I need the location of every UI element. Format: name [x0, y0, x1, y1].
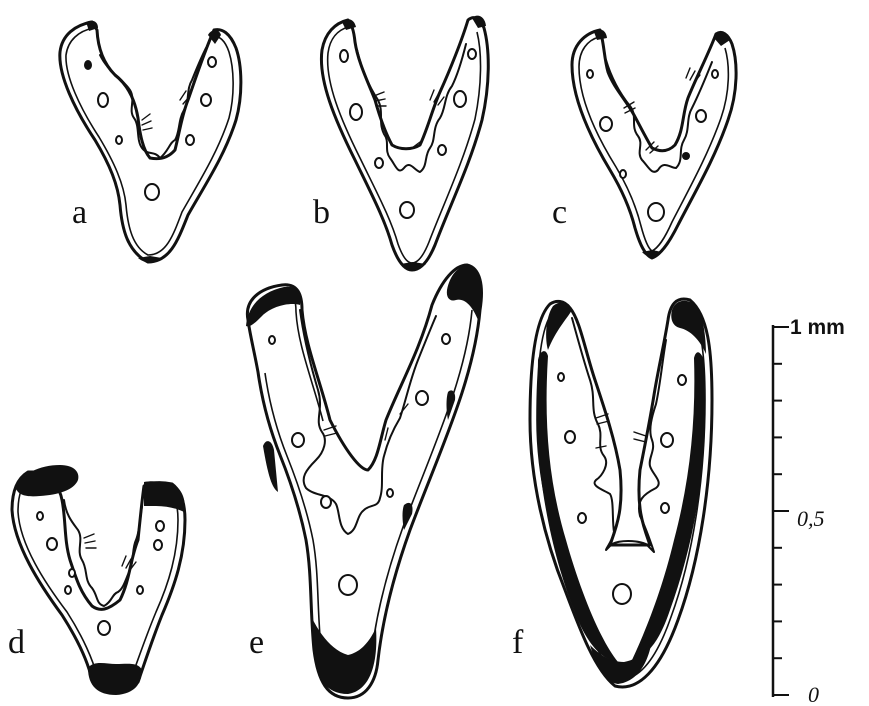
panel-c-cell — [587, 70, 593, 78]
panel-e-cell — [292, 433, 304, 447]
panel-b-cell — [350, 104, 362, 120]
panel-d-cell — [37, 512, 43, 520]
panel-d-cell — [69, 569, 75, 577]
panel-b-cell — [468, 49, 476, 59]
panel-e-cell — [269, 336, 275, 344]
panel-e-cell — [321, 496, 331, 508]
panel-a-cell — [145, 184, 159, 200]
panel-f-cell — [661, 433, 673, 447]
scale-bar-bottom-label: 0 — [808, 682, 819, 706]
panel-d-cell — [98, 621, 110, 635]
panel-d-cell — [156, 521, 164, 531]
panel-e-cell — [339, 575, 357, 595]
panel-a: a — [60, 21, 241, 263]
panel-b-cell — [400, 202, 414, 218]
scale-bar-ticks — [773, 327, 789, 695]
panel-d-cell — [154, 540, 162, 550]
panel-a-cell — [208, 57, 216, 67]
panel-c-dot — [682, 152, 690, 160]
panel-d-cell — [65, 586, 71, 594]
panel-a-cell — [116, 136, 122, 144]
panel-b-cell — [438, 145, 446, 155]
panel-a-cell — [186, 135, 194, 145]
panel-e-cell — [442, 334, 450, 344]
panel-e: e — [246, 265, 481, 698]
panel-d-black-left — [16, 465, 78, 496]
panel-b: b — [313, 16, 488, 270]
scale-bar-top-label: 1 mm — [790, 316, 845, 339]
panel-e-black-left-mid — [263, 441, 278, 492]
panel-e-outline — [247, 265, 481, 698]
panel-c-cell — [600, 117, 612, 131]
panel-d-cell — [47, 538, 57, 550]
panel-d: d — [8, 465, 185, 695]
panel-e-label: e — [249, 624, 264, 661]
panel-a-cell — [201, 94, 211, 106]
panel-d-label: d — [8, 624, 25, 661]
panel-f-cell — [578, 513, 586, 523]
panel-d-cell — [137, 586, 143, 594]
panel-a-dot — [84, 60, 92, 70]
panel-b-cell — [454, 91, 466, 107]
scale-bar: 1 mm 0,5 0 — [773, 316, 845, 706]
panel-a-cell — [98, 93, 108, 107]
panel-e-cell — [387, 489, 393, 497]
panel-b-cell — [375, 158, 383, 168]
panel-f-cell — [661, 503, 669, 513]
panel-c-label: c — [552, 194, 567, 231]
panel-d-black-bottom — [88, 663, 142, 695]
panel-f-cell — [558, 373, 564, 381]
panel-e-cell — [416, 391, 428, 405]
panel-c-cell — [696, 110, 706, 122]
panel-c-cell — [620, 170, 626, 178]
panel-b-label: b — [313, 194, 330, 231]
scale-bar-mid-label: 0,5 — [797, 506, 825, 531]
panel-d-hairs — [84, 534, 136, 570]
panel-b-cell — [340, 50, 348, 62]
panel-f: f — [512, 299, 712, 687]
panel-c-cell — [712, 70, 718, 78]
panel-f-cell — [613, 584, 631, 604]
panel-c: c — [552, 30, 736, 258]
panel-a-label: a — [72, 194, 87, 231]
panel-f-cell — [565, 431, 575, 443]
panel-f-label: f — [512, 624, 524, 661]
panel-c-cell — [648, 203, 664, 221]
panel-f-cell — [678, 375, 686, 385]
